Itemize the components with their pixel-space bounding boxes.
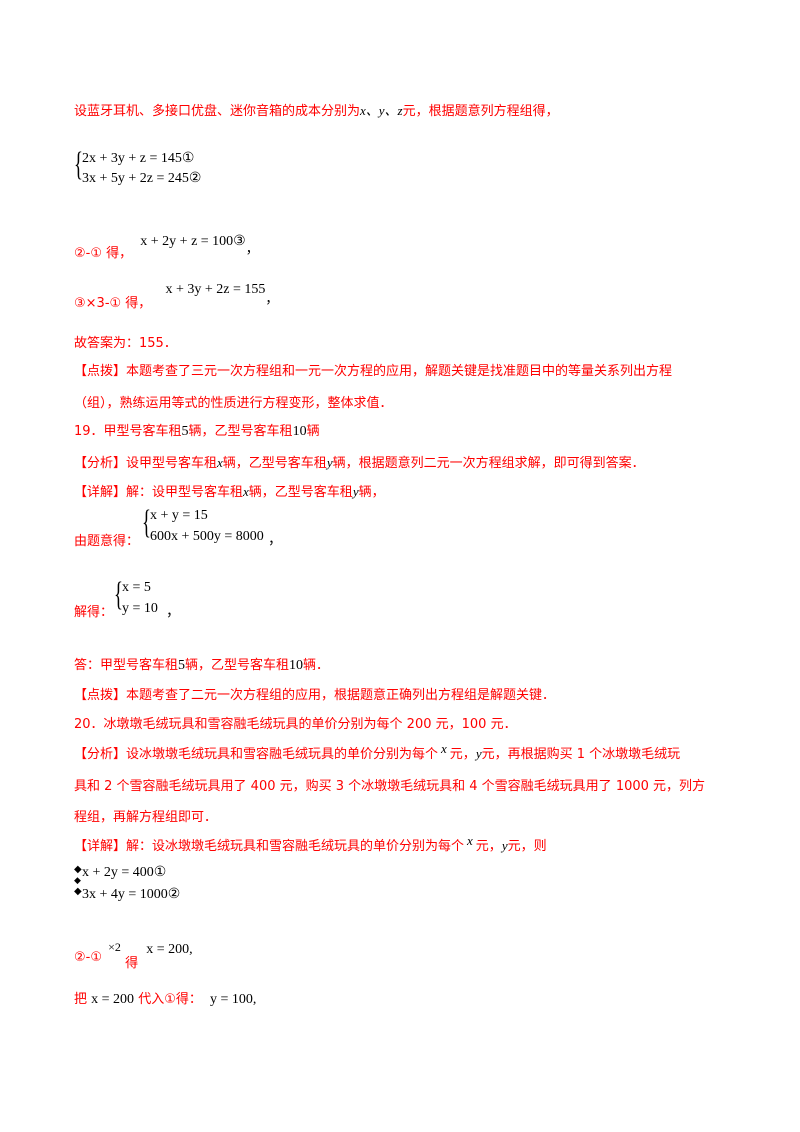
analysis19-b: 辆，乙型号客车租: [222, 456, 327, 471]
step3-de: 得: [125, 956, 139, 971]
analysis19-a: 【分析】设甲型号客车租: [74, 456, 218, 471]
q19-text-a: 19．甲型号客车租: [74, 424, 182, 439]
detail20-y: y: [501, 838, 508, 853]
step-4: 把 x = 200 代入①得： y = 100,: [74, 988, 256, 1008]
broken-brace-glyph-mid: ◆: [74, 875, 81, 885]
tip-18-line-1: 【点拨】本题考查了三元一次方程组和一元一次方程的应用，解题关键是找准题目中的等量…: [74, 364, 673, 379]
system-brace: {: [74, 146, 83, 183]
analysis-20-line-3: 程组，再解方程组即可．: [74, 810, 218, 825]
step1-label: ②-① 得，: [74, 246, 133, 261]
detail19-y: y: [352, 484, 359, 499]
system2-eq2: 600x + 500y = 8000: [150, 529, 264, 544]
detail20-a: 【详解】解：设冰墩墩毛绒玩具和雪容融毛绒玩具的单价分别为每个: [74, 839, 465, 854]
system2-tail: ，: [268, 533, 282, 548]
answer-18: 故答案为：155．: [74, 336, 177, 351]
step2-equation: x + 3y + 2z = 155: [165, 282, 266, 297]
detail20-b: 元，: [475, 839, 502, 854]
system-brace: {: [114, 576, 123, 613]
detail19-x: x: [243, 484, 249, 499]
question-19: 19．甲型号客车租5辆，乙型号客车租10辆: [74, 420, 320, 440]
ans19-c: 辆．: [303, 658, 330, 673]
analysis20-b: 元，: [449, 747, 476, 762]
step2-tail: ，: [265, 292, 279, 307]
ans19-a: 答：甲型号客车租: [74, 658, 179, 673]
system2-label: 由题意得：: [74, 534, 140, 549]
analysis20-c: 元，再根据购买 1 个冰墩墩毛绒玩: [481, 747, 681, 762]
analysis20-y: y: [475, 746, 482, 761]
step4-b: 代入①得：: [138, 992, 202, 1007]
step4-eq-a: x = 200: [91, 992, 135, 1007]
step-2: ③×3-① 得， x + 3y + 2z = 155，: [74, 282, 279, 311]
ans19-n2: 10: [289, 658, 304, 673]
intro-text-b: 元，根据题意列方程组得，: [402, 104, 559, 119]
step3-mult: ×2: [108, 940, 121, 954]
q19-n2: 10: [292, 424, 307, 439]
analysis19-x: x: [217, 455, 223, 470]
system-brace: {: [142, 504, 151, 541]
ans19-b: 辆，乙型号客车租: [185, 658, 290, 673]
system3-eq2: y = 10: [122, 601, 158, 616]
system3-label: 解得：: [74, 605, 114, 620]
tip-18-line-2: （组），熟练运用等式的性质进行方程变形，整体求值．: [74, 396, 393, 411]
detail19-b: 辆，乙型号客车租: [248, 485, 353, 500]
detail19-a: 【详解】解：设甲型号客车租: [74, 485, 244, 500]
system2-eq1: x + y = 15: [150, 508, 208, 523]
question-20: 20．冰墩墩毛绒玩具和雪容融毛绒玩具的单价分别为每个 200 元，100 元．: [74, 717, 517, 732]
equation-system-3: { x = 5 y = 10 ，: [114, 576, 214, 621]
step1-equation: x + 2y + z = 100③: [140, 234, 246, 249]
q19-text-b: 辆，乙型号客车租: [188, 424, 293, 439]
analysis-19: 【分析】设甲型号客车租x辆，乙型号客车租y辆，根据题意列二元一次方程组求解，即可…: [74, 452, 645, 471]
analysis19-y: y: [326, 455, 333, 470]
ans19-n1: 5: [178, 658, 186, 673]
system3-eq1: x = 5: [122, 580, 151, 595]
analysis20-x: x: [441, 741, 447, 756]
system4-eq1: x + 2y = 400①: [82, 865, 167, 880]
detail-19: 【详解】解：设甲型号客车租x辆，乙型号客车租y辆，: [74, 481, 385, 500]
equation-system-4: ◆ ◆ ◆ x + 2y = 400① 3x + 4y = 1000②: [74, 864, 274, 904]
tip-19: 【点拨】本题考查了二元一次方程组的应用，根据题意正确列出方程组是解题关键．: [74, 688, 556, 703]
analysis20-a: 【分析】设冰墩墩毛绒玩具和雪容融毛绒玩具的单价分别为每个: [74, 747, 439, 762]
analysis-20-line-2: 具和 2 个雪容融毛绒玩具用了 400 元，购买 3 个冰墩墩毛绒玩具和 4 个…: [74, 779, 706, 794]
q19-text-c: 辆: [306, 424, 320, 439]
detail20-x: x: [467, 833, 473, 848]
intro-line: 设蓝牙耳机、多接口优盘、迷你音箱的成本分别为x、y、z元，根据题意列方程组得，: [74, 100, 559, 119]
step4-eq-b: y = 100,: [210, 992, 257, 1007]
equation-system-1: { 2x + 3y + z = 145① 3x + 5y + 2z = 245②: [74, 146, 274, 190]
step3-label: ②-①: [74, 950, 102, 965]
broken-brace-glyph-bottom: ◆: [74, 886, 82, 897]
intro-vars: x、y、z: [360, 103, 403, 118]
step4-a: 把: [74, 992, 88, 1007]
detail20-c: 元，则: [507, 839, 547, 854]
detail19-c: 辆，: [358, 485, 385, 500]
answer-19: 答：甲型号客车租5辆，乙型号客车租10辆．: [74, 654, 329, 674]
broken-brace-glyph-top: ◆: [74, 864, 82, 875]
q19-n1: 5: [181, 424, 189, 439]
step3-equation: x = 200,: [146, 942, 193, 957]
step-1: ②-① 得， x + 2y + z = 100③，: [74, 234, 259, 261]
system3-tail: ，: [166, 605, 180, 620]
equation-system-2: { x + y = 15 600x + 500y = 8000 ，: [142, 504, 342, 549]
step1-tail: ，: [245, 242, 259, 257]
system1-eq2: 3x + 5y + 2z = 245②: [82, 171, 202, 186]
step2-label: ③×3-① 得，: [74, 296, 152, 311]
intro-text-a: 设蓝牙耳机、多接口优盘、迷你音箱的成本分别为: [74, 104, 361, 119]
system1-eq1: 2x + 3y + z = 145①: [82, 151, 195, 166]
step-3: ②-① ×2 得 x = 200,: [74, 940, 193, 971]
analysis19-c: 辆，根据题意列二元一次方程组求解，即可得到答案．: [332, 456, 645, 471]
system4-eq2: 3x + 4y = 1000②: [82, 887, 181, 902]
